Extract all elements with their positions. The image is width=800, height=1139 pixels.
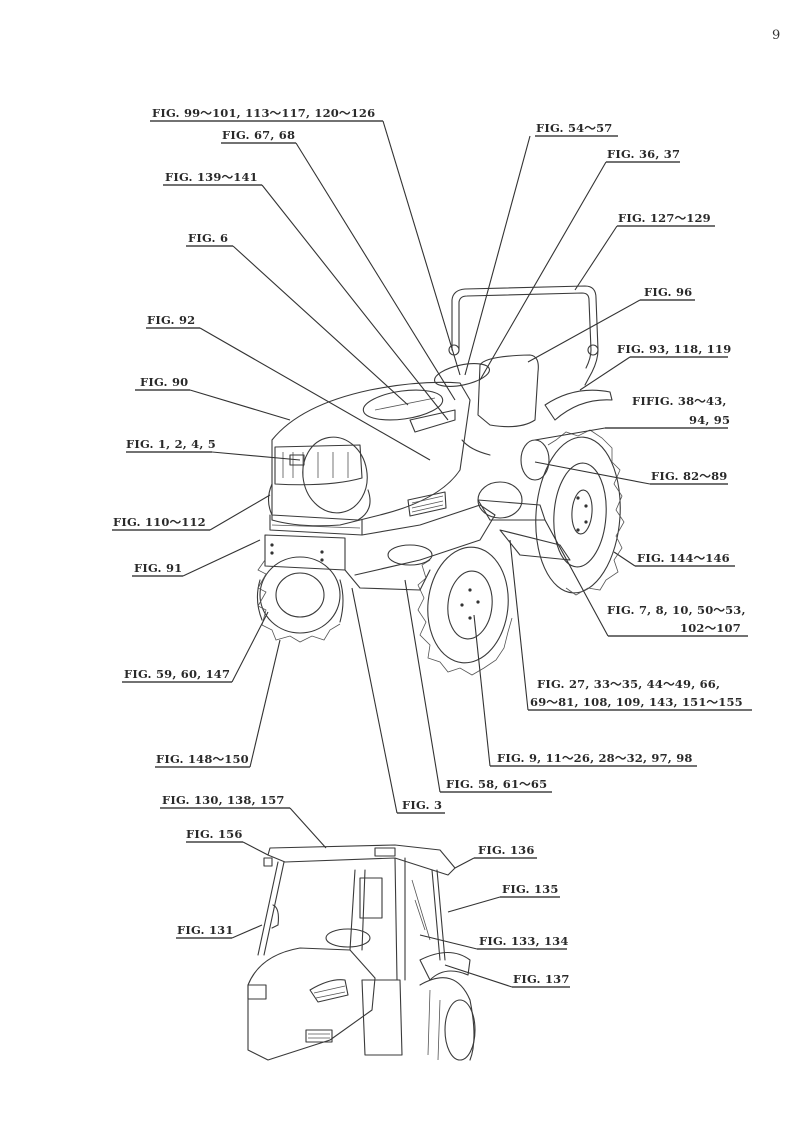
callout-label: FIG. 99～101, 113～117, 120～126 xyxy=(152,106,376,120)
callout-label: FIG. 133, 134 xyxy=(479,934,569,948)
callout-label: FIG. 131 xyxy=(177,923,234,937)
callout-label: FIG. 6 xyxy=(188,231,229,245)
callout-label: FIG. 96 xyxy=(644,285,693,299)
callout-label: FIG. 93, 118, 119 xyxy=(617,342,732,356)
callout-label: FIG. 58, 61～65 xyxy=(446,777,548,791)
callout-label: FIG. 9, 11～26, 28～32, 97, 98 xyxy=(497,751,693,765)
callout-label: FIG. 91 xyxy=(134,561,183,575)
callout-label: FIG. 136 xyxy=(478,843,535,857)
callout-label: FIG. 67, 68 xyxy=(222,128,296,142)
callout-label: 94, 95 xyxy=(689,413,731,427)
callout-label: FIG. 144～146 xyxy=(637,551,730,565)
tractor-illustration xyxy=(256,285,625,676)
callout-label: FIG. 110～112 xyxy=(113,515,206,529)
callout-label: FIG. 27, 33～35, 44～49, 66, xyxy=(537,677,721,691)
callout-label: FIG. 127～129 xyxy=(618,211,711,225)
callout-label: FIG. 3 xyxy=(402,798,443,812)
callout-label: FIG. 130, 138, 157 xyxy=(162,793,285,807)
callout-label: FIG. 156 xyxy=(186,827,243,841)
callout-label: 69～81, 108, 109, 143, 151～155 xyxy=(530,695,743,709)
callout-label: FIG. 59, 60, 147 xyxy=(124,667,231,681)
callout-label: FIG. 148～150 xyxy=(156,752,249,766)
cab-leader-lines xyxy=(160,807,570,988)
callout-label: FIG. 7, 8, 10, 50～53, xyxy=(607,603,746,617)
callout-label: FIG. 92 xyxy=(147,313,196,327)
callout-label: FIG. 139～141 xyxy=(165,170,258,184)
callout-label: FIG. 1, 2, 4, 5 xyxy=(126,437,216,451)
main-leader-lines xyxy=(112,120,752,814)
callout-label: FIG. 36, 37 xyxy=(607,147,681,161)
callout-label: FIG. 135 xyxy=(502,882,559,896)
callout-label: FIFIG. 38～43, xyxy=(632,394,727,408)
page-number: 9 xyxy=(772,28,781,43)
callout-label: FIG. 54～57 xyxy=(536,121,613,135)
callout-label: FIG. 90 xyxy=(140,375,189,389)
callout-label: 102～107 xyxy=(680,621,741,635)
callout-label: FIG. 137 xyxy=(513,972,570,986)
cab-illustration xyxy=(247,844,476,1061)
callout-label: FIG. 82～89 xyxy=(651,469,728,483)
